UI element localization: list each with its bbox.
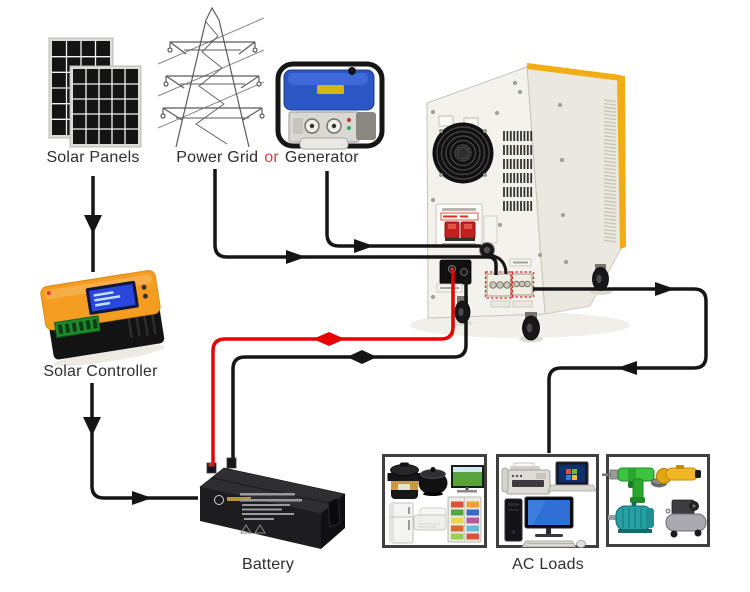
- desktop-tower-icon: [504, 498, 523, 542]
- solar-panels-icon: [48, 37, 142, 148]
- inverter-battery-connector: [436, 259, 472, 293]
- wire-solar-panels-to-controller: [84, 176, 102, 272]
- or-label: or: [264, 149, 279, 166]
- power-grid-tower-icon: [157, 6, 265, 148]
- keyboard-icon: [521, 540, 577, 548]
- wire-inverter-to-ac-loads: [533, 282, 708, 453]
- monitor-icon: [524, 496, 574, 537]
- battery-negative-terminal: [226, 457, 237, 469]
- battery-icon: [199, 457, 346, 549]
- open-refrigerator-icon: [447, 496, 482, 543]
- battery-handle: [327, 497, 341, 528]
- inverter-yellow-trim-top: [527, 63, 621, 81]
- arrow-right-icon: [655, 282, 675, 296]
- electric-motor-icon: [608, 501, 654, 533]
- arrow-down-icon: [83, 417, 101, 436]
- battery-label: Battery: [241, 556, 295, 573]
- mouse-icon: [576, 540, 586, 548]
- solar-panels-label: Solar Panels: [46, 149, 140, 166]
- ac-loads-label: AC Loads: [512, 556, 584, 573]
- laptop-icon: [547, 461, 597, 492]
- arrow-left-icon: [313, 332, 329, 346]
- power-grid-generator-label: Power Grid or Generator: [160, 149, 375, 167]
- inverter-fan: [432, 122, 494, 184]
- ac-loads-boxes: [382, 454, 710, 548]
- solar-controller-label: Solar Controller: [43, 363, 158, 380]
- wire-battery-positive-red: [211, 270, 455, 463]
- arrow-right-icon: [286, 250, 306, 264]
- generator-label: Generator: [284, 149, 359, 166]
- inverter-output-terminals: [484, 258, 535, 308]
- rice-cooker-icon: [418, 467, 448, 496]
- television-icon: [451, 465, 484, 493]
- generator-icon: [275, 61, 385, 150]
- wire-battery-negative-black: [231, 276, 468, 458]
- arrow-left-icon: [347, 350, 362, 364]
- inverter-yellow-trim-edge: [617, 75, 626, 249]
- fax-machine-icon: [501, 462, 551, 495]
- pressure-cooker-icon: [387, 462, 422, 499]
- inverter-vents: [503, 131, 533, 211]
- wiring-layer: [83, 169, 708, 505]
- arrow-right-icon: [329, 332, 345, 346]
- solar-controller-icon: [40, 270, 165, 367]
- arrow-left-icon: [617, 361, 637, 375]
- air-conditioner-icon: [413, 507, 447, 531]
- arrow-down-icon: [84, 215, 102, 234]
- wire-power-grid-to-inverter: [213, 169, 498, 275]
- power-grid-label: Power Grid: [176, 149, 259, 166]
- wire-generator-to-inverter: [325, 171, 508, 275]
- inverter-icon: [410, 63, 630, 343]
- arrow-right-icon: [362, 350, 377, 364]
- air-compressor-icon: [665, 499, 707, 538]
- wire-controller-to-battery: [83, 383, 198, 505]
- refrigerator-icon: [389, 502, 414, 544]
- arrow-right-icon: [354, 239, 374, 253]
- electric-drill-icon: [602, 467, 655, 503]
- arrow-right-icon: [132, 491, 152, 505]
- inverter-breaker-panel: [435, 203, 483, 247]
- angle-grinder-icon: [651, 465, 701, 488]
